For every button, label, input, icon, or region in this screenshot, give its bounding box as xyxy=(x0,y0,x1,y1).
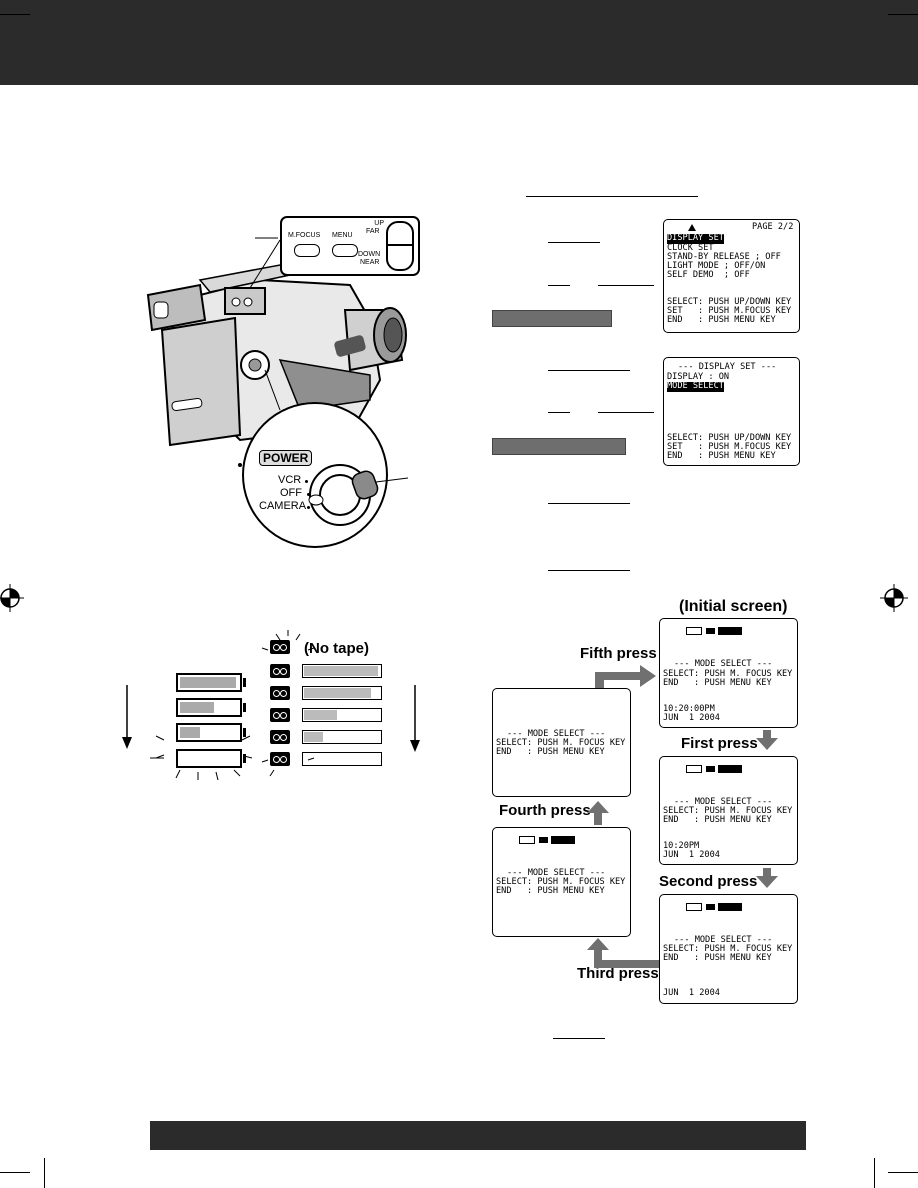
third-press-label: Third press xyxy=(577,965,659,982)
tape-icon xyxy=(270,640,290,654)
power-camera: CAMERA xyxy=(259,500,307,512)
mode-screen-fourth: --- MODE SELECT --- SELECT: PUSH M. FOCU… xyxy=(492,688,631,797)
camcorder-illustration xyxy=(146,237,409,548)
gray-bar xyxy=(492,310,612,327)
registration-mark xyxy=(0,584,24,612)
up-label: UP xyxy=(374,220,384,227)
up-triangle-icon xyxy=(688,224,696,231)
mfocus-label: M.FOCUS xyxy=(288,232,321,239)
registration-mark xyxy=(880,584,908,612)
tape-icon xyxy=(270,708,290,722)
first-press-label: First press xyxy=(681,735,758,752)
tape-remaining-bar xyxy=(718,903,742,911)
mode-screen-second: --- MODE SELECT --- SELECT: PUSH M. FOCU… xyxy=(659,894,798,1004)
crop-mark xyxy=(44,1158,45,1188)
battery-icon xyxy=(686,903,702,911)
crop-mark xyxy=(888,14,918,15)
battery-icon xyxy=(686,765,702,773)
crop-mark xyxy=(0,1172,30,1173)
battery-icon xyxy=(519,836,535,844)
tape-remaining-bar xyxy=(302,730,382,744)
fourth-press-label: Fourth press xyxy=(499,802,591,819)
button-panel: M.FOCUS MENU UP FAR DOWN NEAR xyxy=(280,216,420,276)
no-tape-label: (No tape) xyxy=(304,640,369,657)
power-off: OFF xyxy=(280,487,302,499)
header-bar xyxy=(0,0,918,85)
tape-icon xyxy=(706,766,715,772)
battery-icon xyxy=(176,698,246,717)
gray-bar xyxy=(492,438,626,455)
tape-icon xyxy=(270,686,290,700)
menu-screen-display-set: --- DISPLAY SET --- DISPLAY : ON MODE SE… xyxy=(663,357,800,466)
up-down-rocker[interactable] xyxy=(386,221,414,271)
tape-icon xyxy=(270,730,290,744)
tape-icon xyxy=(706,628,715,634)
arrow-down-icon xyxy=(122,685,132,749)
tape-icon xyxy=(539,837,548,843)
fifth-press-label: Fifth press xyxy=(580,645,657,662)
power-vcr: VCR xyxy=(278,474,302,486)
menu-screen-page2: PAGE 2/2 DISPLAY SET CLOCK SET STAND-BY … xyxy=(663,219,800,333)
second-press-label: Second press xyxy=(659,873,758,890)
tape-remaining-bar xyxy=(551,836,575,844)
tape-remaining-bar xyxy=(718,765,742,773)
flash-indicator-lines xyxy=(150,630,315,781)
tape-remaining-bar xyxy=(302,686,382,700)
underline xyxy=(526,196,698,197)
tape-remaining-bar xyxy=(302,664,382,678)
tape-remaining-bar xyxy=(302,752,382,766)
down-label: DOWN xyxy=(358,251,381,258)
menu-button[interactable] xyxy=(332,244,358,257)
battery-icon xyxy=(686,627,702,635)
sequence-arrows xyxy=(587,665,778,968)
battery-icon xyxy=(176,723,246,742)
tape-icon xyxy=(270,752,290,766)
crop-mark xyxy=(874,1158,875,1188)
tape-remaining-bar xyxy=(718,627,742,635)
battery-icon xyxy=(176,749,246,768)
initial-screen-label: (Initial screen) xyxy=(679,598,788,615)
mode-screen-third: --- MODE SELECT --- SELECT: PUSH M. FOCU… xyxy=(492,827,631,937)
tape-remaining-bar xyxy=(302,708,382,722)
near-label: NEAR xyxy=(360,259,380,266)
menu-label: MENU xyxy=(332,232,353,239)
tape-icon xyxy=(270,664,290,678)
arrow-down-icon xyxy=(410,685,420,752)
crop-mark xyxy=(0,14,30,15)
battery-icon xyxy=(176,673,246,692)
tape-icon xyxy=(706,904,715,910)
footer-bar xyxy=(150,1121,806,1150)
mode-screen-first: --- MODE SELECT --- SELECT: PUSH M. FOCU… xyxy=(659,756,798,865)
mode-screen-initial: --- MODE SELECT --- SELECT: PUSH M. FOCU… xyxy=(659,618,798,728)
mfocus-button[interactable] xyxy=(294,244,320,257)
far-label: FAR xyxy=(366,228,380,235)
power-label: POWER xyxy=(259,450,313,466)
crop-mark xyxy=(888,1172,918,1173)
